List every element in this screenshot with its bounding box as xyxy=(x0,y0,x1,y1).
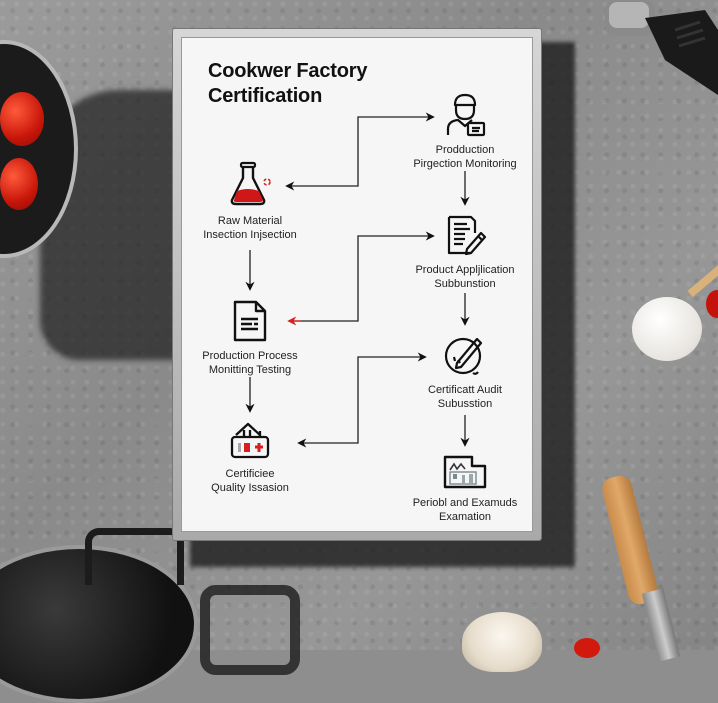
connector-raw-to-inspection xyxy=(285,112,435,191)
factory-chart-icon xyxy=(443,455,487,489)
document-icon xyxy=(233,300,267,342)
node-label-line-1: Product Appljlication xyxy=(415,264,515,276)
egg xyxy=(632,297,702,361)
node-certificate-quality: Certificiee Quality Issasion xyxy=(175,419,325,495)
title-line-2: Certification xyxy=(208,85,323,107)
node-label-line-1: Certificatt Audit xyxy=(428,384,502,396)
pot-handle-shadow xyxy=(200,585,300,675)
poster-panel: Cookwer Factory Certification xyxy=(181,37,533,532)
pot-handle xyxy=(85,528,184,585)
node-production-process: Production Process Monitting Testing xyxy=(175,299,325,377)
node-label-line-1: Production Process xyxy=(202,350,298,362)
node-certificate-audit: Certificatt Audit Subusstion xyxy=(390,333,540,411)
factory-badge-icon xyxy=(230,422,270,459)
node-label-line-2: Insection Injsection xyxy=(203,229,297,241)
node-product-application: Product Appljlication Subbunstion xyxy=(390,213,540,291)
node-label-line-2: Monitting Testing xyxy=(208,364,292,376)
red-ball xyxy=(706,290,718,318)
node-production-inspection: Prodduction Pirgection Monitoring xyxy=(390,93,540,171)
node-label-line-2: Examation xyxy=(439,511,491,523)
cherry-tomato xyxy=(574,638,600,658)
node-label-line-2: Quality Issasion xyxy=(211,482,289,494)
flow-connectors xyxy=(245,112,470,448)
title-line-1: Cookwer Factory xyxy=(208,60,368,82)
worker-icon xyxy=(446,93,486,137)
node-label-line-2: Subusstion xyxy=(437,398,493,410)
node-label-line-1: Prodduction xyxy=(435,144,495,156)
node-label-line-1: Periobl and Examuds xyxy=(412,497,518,509)
connector-application-to-process xyxy=(289,231,435,322)
flask-icon xyxy=(230,161,271,206)
clipboard-pen-icon xyxy=(447,215,487,256)
node-periodic-exam: Periobl and Examuds Examation xyxy=(390,454,540,524)
poster-title: Cookwer Factory Certification xyxy=(208,59,367,109)
spatula xyxy=(605,0,718,95)
tomato xyxy=(0,92,44,146)
node-label-line-2: Pirgection Monitoring xyxy=(413,158,517,170)
node-raw-material: Raw Material Insection Injsection xyxy=(175,160,325,242)
node-label-line-2: Subbunstion xyxy=(434,278,496,290)
node-label-line-1: Raw Material xyxy=(217,215,283,227)
seal-pen-icon xyxy=(444,337,483,375)
connector-quality-to-audit xyxy=(297,352,427,448)
garlic xyxy=(462,612,542,672)
node-label-line-1: Certificiee xyxy=(225,468,275,480)
certification-poster-frame: Cookwer Factory Certification xyxy=(173,29,541,540)
tomato xyxy=(0,158,38,210)
